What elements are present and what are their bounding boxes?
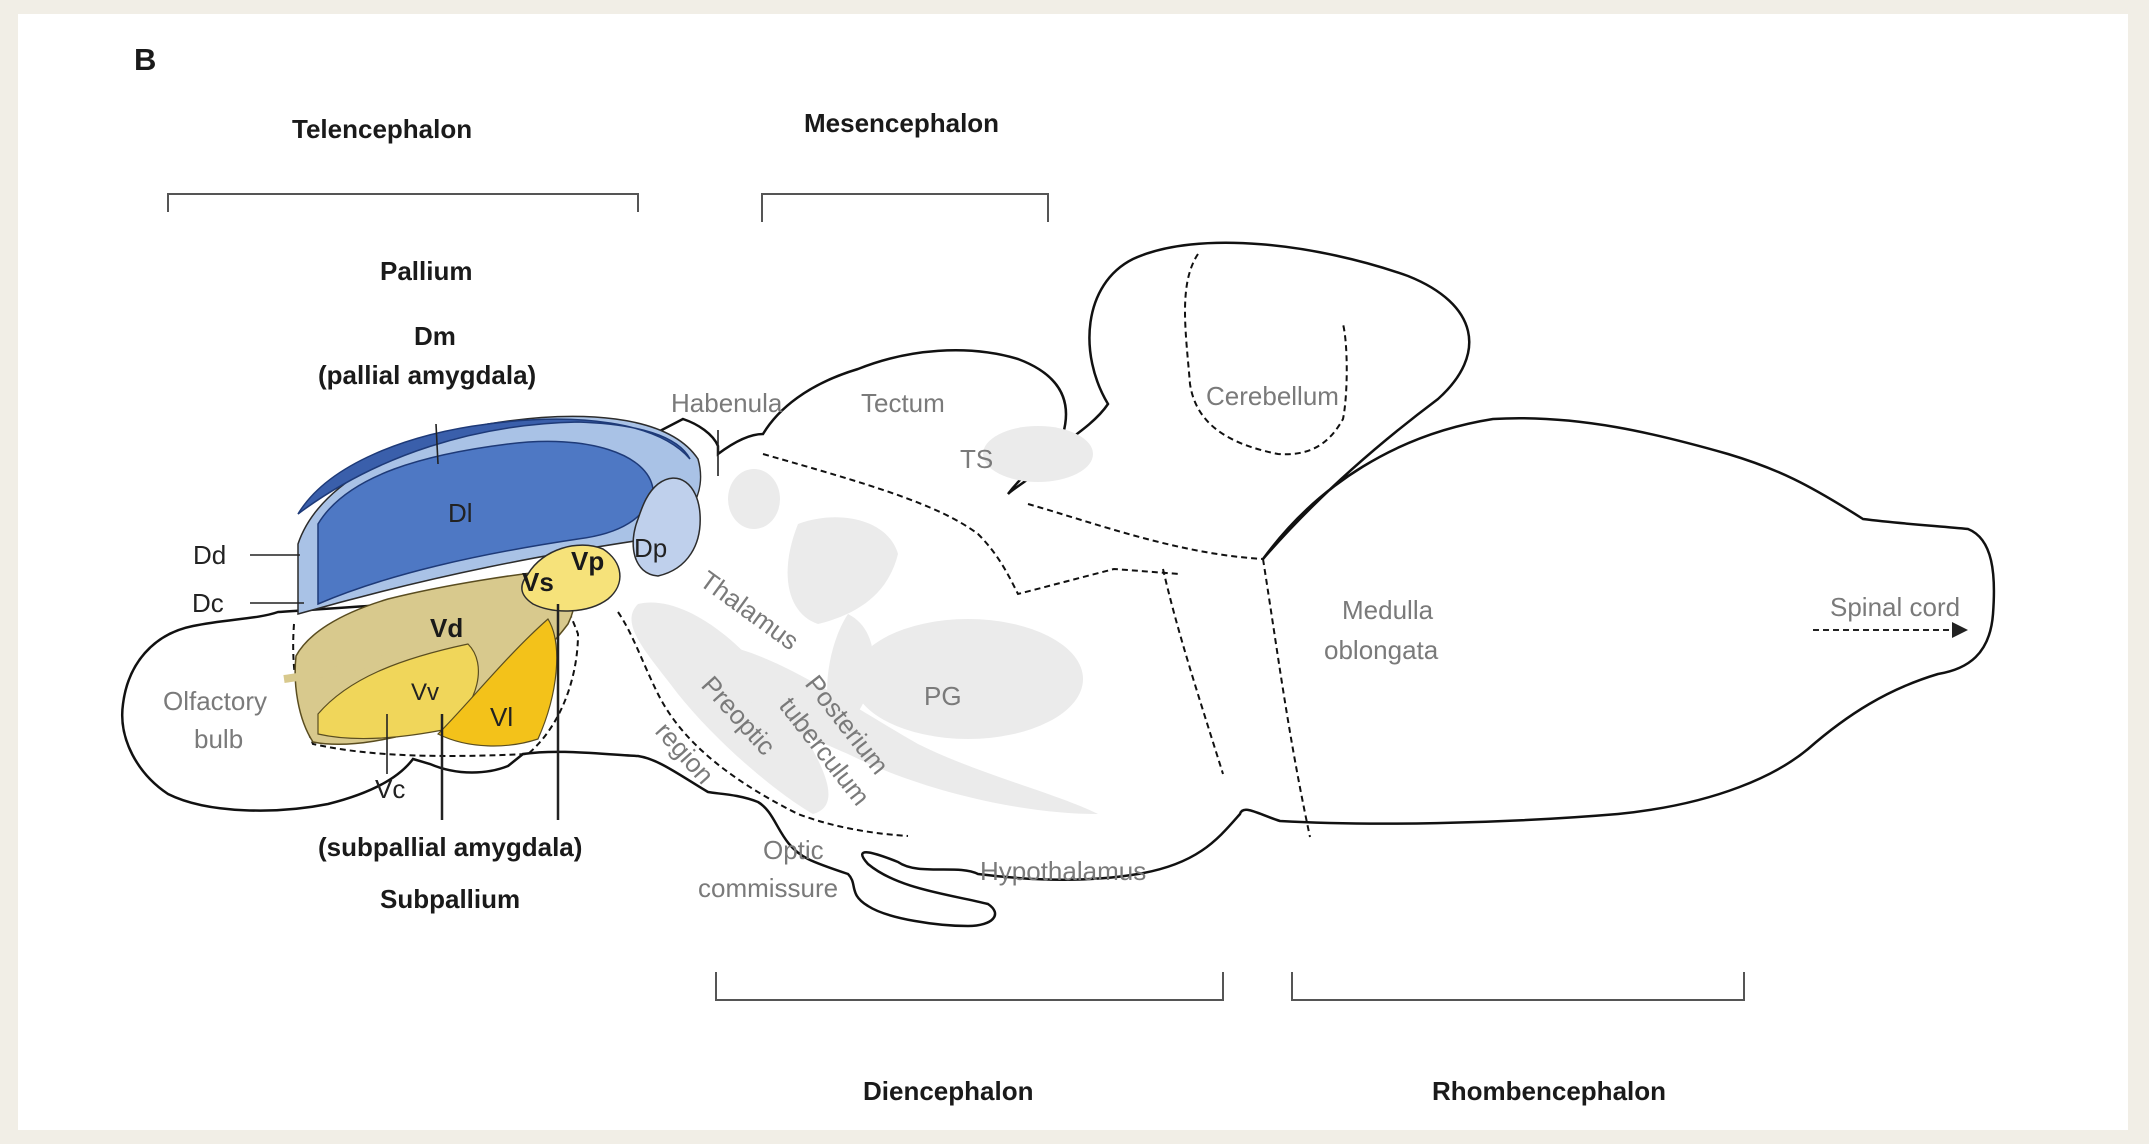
dp-label: Dp: [634, 533, 667, 563]
dd-label: Dd: [193, 540, 226, 570]
brain-diagram: B Telencephalon Mesencephalon Diencephal…: [18, 14, 2128, 1130]
figure-panel: B Telencephalon Mesencephalon Diencephal…: [18, 14, 2128, 1130]
dm-note: (pallial amygdala): [318, 360, 536, 390]
vd-label: Vd: [430, 613, 463, 643]
medulla-label-2: oblongata: [1324, 635, 1439, 665]
vp-label: Vp: [571, 546, 604, 576]
pg-label: PG: [924, 681, 962, 711]
olfactory-bulb-label-1: Olfactory: [163, 686, 267, 716]
optic-label-1: Optic: [763, 835, 824, 865]
vs-label: Vs: [522, 567, 554, 597]
mesencephalon-bracket: [762, 194, 1048, 222]
dl-label: Dl: [448, 498, 473, 528]
pallium-title: Pallium: [380, 256, 472, 286]
diencephalon-label: Diencephalon: [863, 1076, 1033, 1106]
vv-label: Vv: [411, 679, 439, 706]
diencephalon-bracket: [716, 972, 1223, 1000]
rhombencephalon-label: Rhombencephalon: [1432, 1076, 1666, 1106]
vl-label: Vl: [490, 702, 513, 732]
vc-label: Vc: [375, 774, 405, 804]
telencephalon-bracket: [168, 194, 638, 212]
subpallium-note: (subpallial amygdala): [318, 832, 582, 862]
tectum-label: Tectum: [861, 388, 945, 418]
spinal-cord-label: Spinal cord: [1830, 592, 1960, 622]
ts-label: TS: [960, 444, 993, 474]
olfactory-bulb-label-2: bulb: [194, 724, 243, 754]
hypothalamus-label: Hypothalamus: [980, 856, 1146, 886]
panel-letter: B: [134, 42, 156, 77]
medulla-label-1: Medulla: [1342, 595, 1434, 625]
cerebellum-label: Cerebellum: [1206, 381, 1339, 411]
subpallium-title: Subpallium: [380, 884, 520, 914]
dm-label: Dm: [414, 321, 456, 351]
dc-label: Dc: [192, 588, 224, 618]
mesencephalon-label: Mesencephalon: [804, 108, 999, 138]
rhombencephalon-bracket: [1292, 972, 1744, 1000]
telencephalon-label: Telencephalon: [292, 114, 472, 144]
optic-label-2: commissure: [698, 873, 838, 903]
habenula-label: Habenula: [671, 388, 783, 418]
